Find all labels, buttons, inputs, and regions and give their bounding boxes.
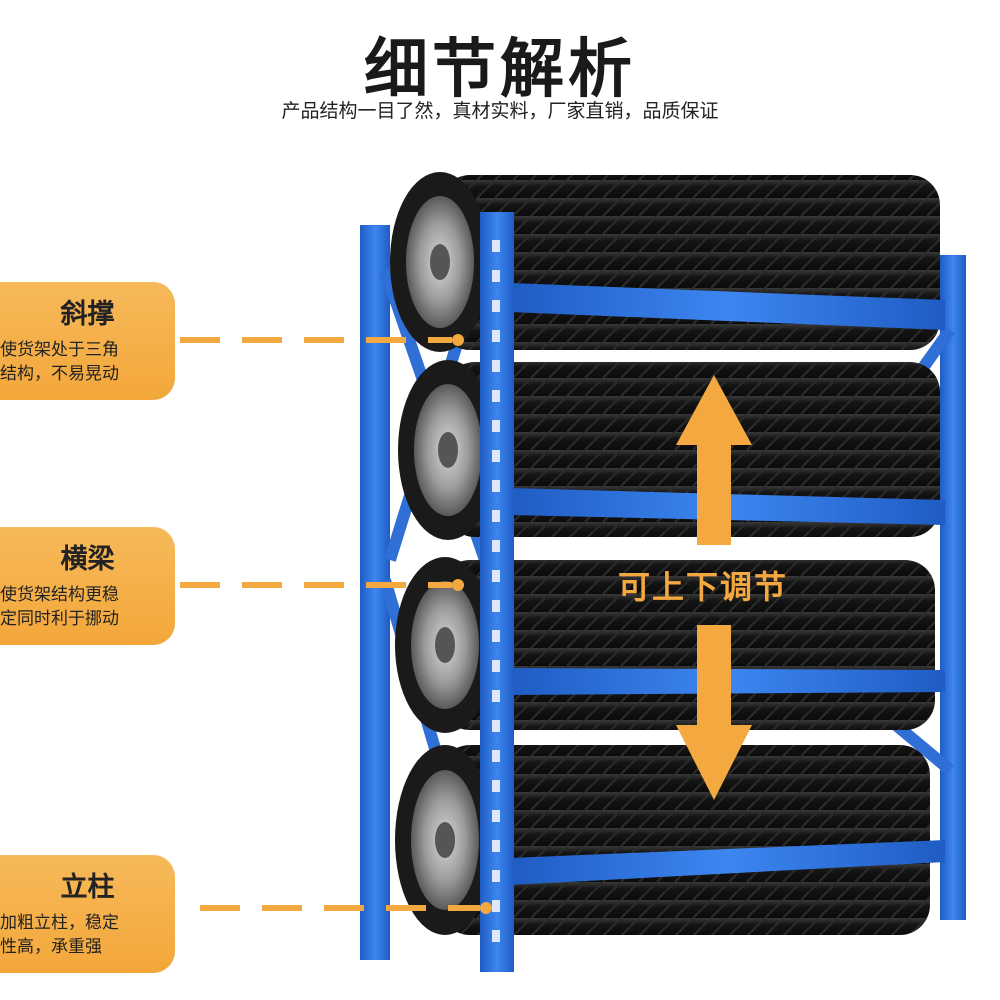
upright-holes [492, 240, 500, 942]
page-subtitle: 产品结构一目了然，真材实料，厂家直销，品质保证 [281, 100, 719, 122]
callout-connector [180, 582, 452, 588]
callout-upright: 立柱 加粗立柱，稳定 性高，承重强 [0, 855, 175, 973]
front-upright [480, 212, 514, 972]
callout-brace: 斜撑 使货架处于三角 结构，不易晃动 [0, 282, 175, 400]
callout-desc: 加粗立柱，稳定 性高，承重强 [0, 913, 119, 957]
callout-title: 横梁 [60, 544, 115, 575]
tire-row-4 [395, 745, 930, 935]
callout-connector [180, 337, 452, 343]
adjust-label: 可上下调节 [618, 568, 789, 606]
callout-title: 斜撑 [60, 299, 115, 330]
back-upright-right [940, 255, 966, 920]
callout-desc: 使货架处于三角 结构，不易晃动 [0, 340, 119, 384]
adjust-arrows [676, 375, 752, 800]
pointer-dots [452, 334, 492, 914]
page-title: 细节解析 [364, 33, 636, 107]
arrow-down-icon [676, 625, 752, 800]
callout-beam: 横梁 使货架结构更稳 定同时利于挪动 [0, 527, 175, 645]
arrow-up-icon [676, 375, 752, 545]
callout-desc: 使货架结构更稳 定同时利于挪动 [0, 585, 119, 629]
callout-connector [200, 905, 480, 911]
callout-title: 立柱 [60, 872, 115, 903]
